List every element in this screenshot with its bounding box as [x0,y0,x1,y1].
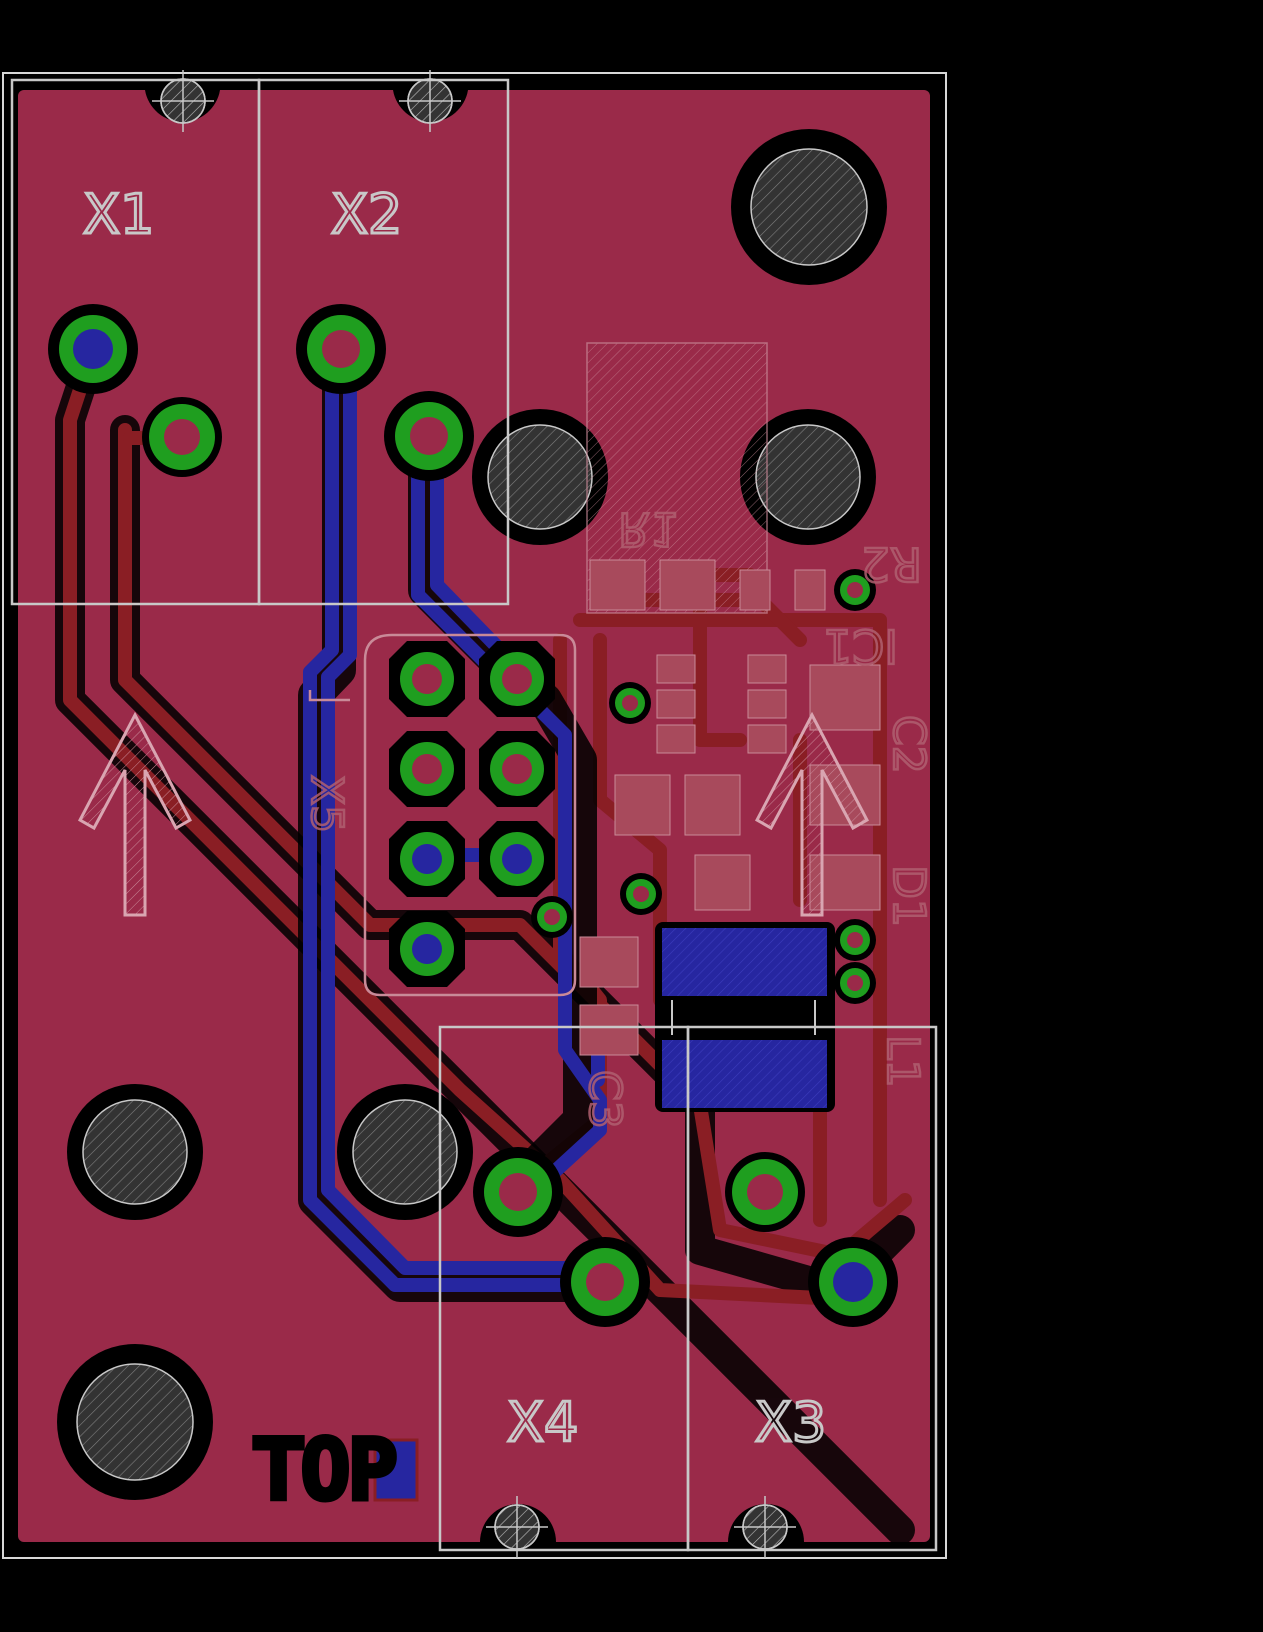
label-l1: L1 [877,1035,928,1088]
via-icon [609,682,651,724]
through-hole-pad-icon [560,1237,650,1327]
via-icon [834,919,876,961]
via-icon [834,962,876,1004]
top-marker-pad [373,1438,419,1502]
label-d1: D1 [883,865,934,927]
board-outline [2,72,947,1559]
mounting-hole-icon [57,1344,213,1500]
through-hole-pad-icon [296,304,386,394]
label-x3: X3 [755,1391,826,1454]
label-x4: X4 [507,1391,578,1454]
through-hole-pad-icon [384,391,474,481]
via-icon [531,896,573,938]
mounting-hole-icon [67,1084,203,1220]
connector-x5-outline [308,633,577,997]
inductor-l1 [655,922,835,1112]
header-x5-pads [389,641,555,987]
mounting-hole-icon [740,409,876,545]
through-hole-pad-icon [48,304,138,394]
mounting-hole-icon [472,409,608,545]
label-r1: R1 [618,502,679,556]
label-r2: R2 [861,537,922,591]
label-ic1: IC1 [823,619,898,673]
label-x2: X2 [331,183,402,246]
label-x5: X5 [301,775,352,833]
through-hole-pad-icon [725,1152,805,1232]
mounting-hole-icon [337,1084,473,1220]
label-c3: C3 [579,1070,630,1129]
label-c2: C2 [883,715,934,774]
direction-arrow-icon [755,711,869,917]
direction-arrow-icon [78,711,192,917]
through-hole-pad-icon [808,1237,898,1327]
label-x1: X1 [83,183,154,246]
mounting-hole-icon [731,129,887,285]
through-hole-pad-icon [142,397,222,477]
through-hole-pad-icon [473,1147,563,1237]
via-icon [620,873,662,915]
via-icon [834,569,876,611]
label-top: TOP [255,1426,396,1516]
silkscreen-outlines [10,78,938,1552]
